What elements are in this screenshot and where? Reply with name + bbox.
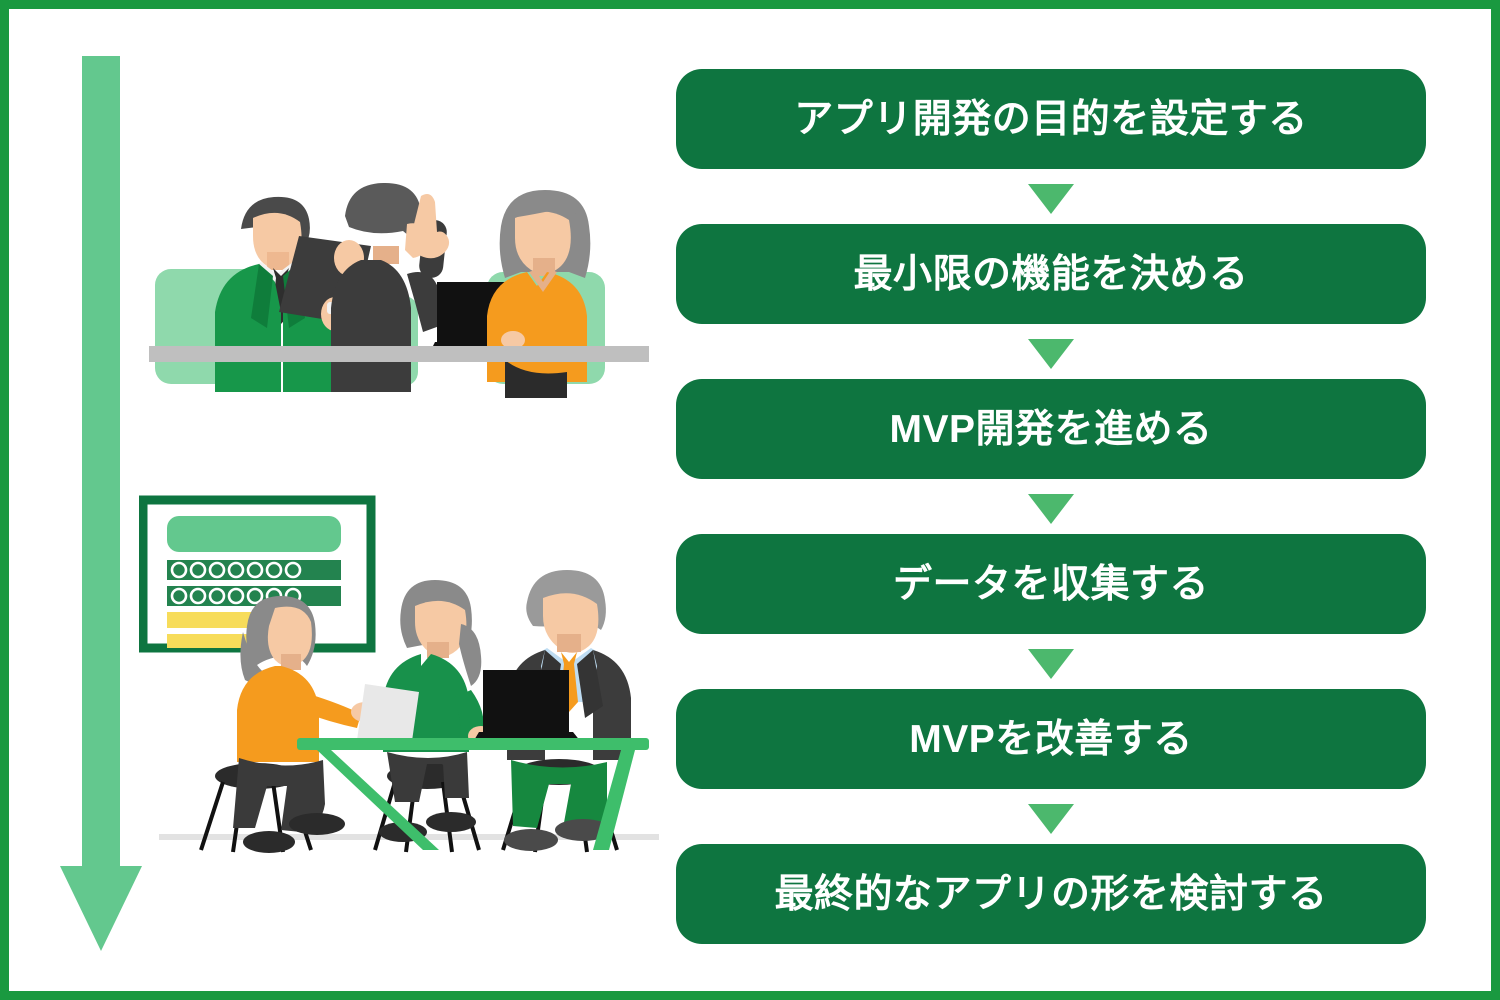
flow-step-1-label: アプリ開発の目的を設定する (794, 97, 1308, 141)
flow-arrow-2-icon (1028, 339, 1074, 369)
person-participant-center (357, 580, 494, 842)
meeting-room-illustration (149, 174, 649, 399)
shoe-left-b (289, 813, 345, 835)
flow-step-4-label: データを収集する (892, 562, 1209, 606)
flow-step-2-label: 最小限の機能を決める (853, 252, 1249, 296)
shoe-right-b (555, 819, 611, 841)
meeting-table (297, 738, 649, 850)
laptop-device-bottom (473, 670, 581, 742)
paper-sheet (357, 684, 419, 748)
flow-step-6[interactable]: 最終的なアプリの形を検討する (676, 844, 1426, 944)
person-listener (487, 190, 591, 398)
workshop-illustration (138, 494, 659, 879)
flow-step-3-label: MVP開発を進める (889, 407, 1213, 451)
shoe-left-a (243, 831, 295, 853)
flow-step-4[interactable]: データを収集する (676, 534, 1426, 634)
flow-step-5-label: MVPを改善する (909, 717, 1193, 761)
shoe-center-b (426, 812, 476, 832)
flow-step-6-label: 最終的なアプリの形を検討する (774, 872, 1328, 916)
desk-rail (149, 346, 649, 362)
flow-arrow-3-icon (1028, 494, 1074, 524)
flow-step-3[interactable]: MVP開発を進める (676, 379, 1426, 479)
downward-progress-arrow (60, 56, 142, 951)
pointing-hand (411, 194, 450, 259)
arrow-shape (60, 56, 142, 951)
shoe-right-a (504, 829, 558, 851)
board-header-bar (167, 516, 341, 552)
flow-step-1[interactable]: アプリ開発の目的を設定する (676, 69, 1426, 169)
flow-step-5[interactable]: MVPを改善する (676, 689, 1426, 789)
flow-arrow-4-icon (1028, 649, 1074, 679)
flow-arrow-5-icon (1028, 804, 1074, 834)
flow-step-2[interactable]: 最小限の機能を決める (676, 224, 1426, 324)
process-flow: アプリ開発の目的を設定する 最小限の機能を決める MVP開発を進める データを収… (676, 60, 1426, 952)
flow-arrow-1-icon (1028, 184, 1074, 214)
